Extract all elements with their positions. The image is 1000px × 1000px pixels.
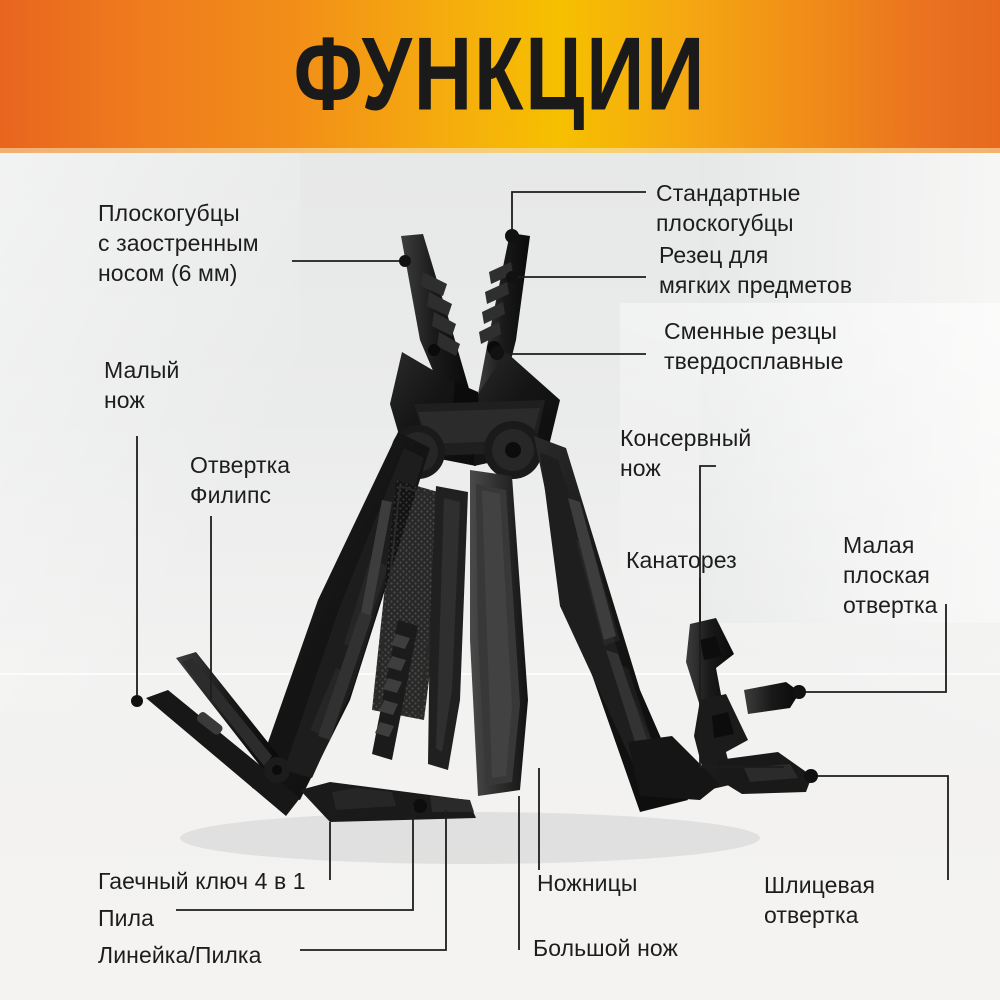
- label-needle-nose-pliers: Плоскогубцы с заостренным носом (6 мм): [98, 200, 259, 286]
- label-soft-cutter: Резец для мягких предметов: [659, 242, 853, 298]
- label-standard-pliers: Стандартные плоскогубцы: [656, 180, 801, 236]
- label-small-knife: Малый нож: [104, 357, 180, 413]
- page-title: ФУНКЦИИ: [293, 14, 707, 132]
- scissors-blade: [428, 486, 468, 770]
- label-replaceable-cutters: Сменные резцы твердосплавные: [664, 318, 844, 374]
- right-accessory-tools: [628, 618, 812, 800]
- label-scissors: Ножницы: [537, 870, 638, 896]
- left-handle: [252, 432, 452, 800]
- large-knife-blade: [470, 470, 528, 796]
- background-sheen-right: [620, 303, 1000, 783]
- label-wire-cutter: Канаторез: [626, 547, 737, 573]
- saw-blade: [372, 620, 418, 760]
- label-can-opener: Консервный нож: [620, 425, 752, 481]
- label-phillips-screwdriver: Отвертка Филипс: [190, 452, 291, 508]
- header-underline: [0, 148, 1000, 153]
- background-sheen-left: [0, 153, 300, 713]
- label-ruler-file: Линейка/Пилка: [98, 942, 262, 968]
- label-saw: Пила: [98, 905, 154, 931]
- label-small-flat-screwdriver: Малая плоская отвертка: [843, 532, 938, 618]
- label-wrench-4in1: Гаечный ключ 4 в 1: [98, 868, 306, 894]
- label-large-knife: Большой нож: [533, 935, 678, 961]
- tool-shadow: [180, 812, 760, 864]
- header-banner: [0, 0, 1000, 148]
- label-slotted-screwdriver: Шлицевая отвертка: [764, 872, 876, 928]
